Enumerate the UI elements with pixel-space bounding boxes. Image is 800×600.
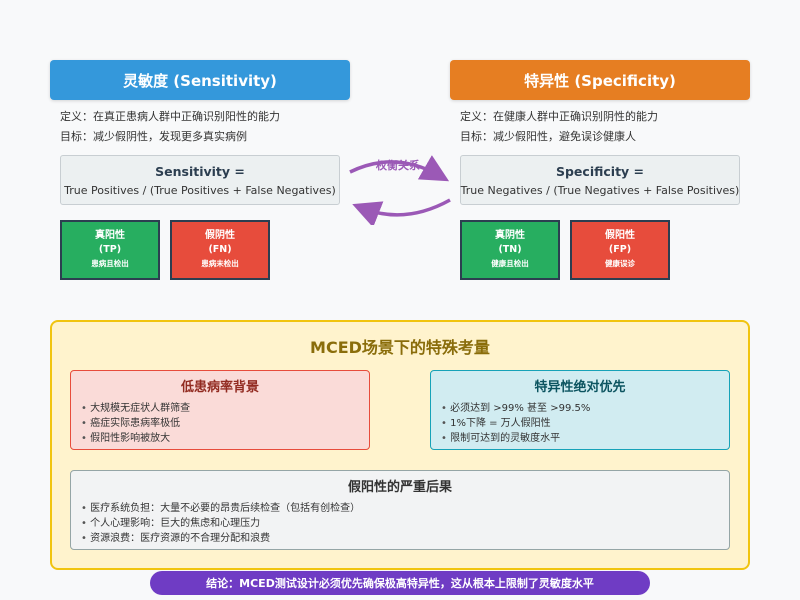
- list-item: 个人心理影响：巨大的焦虑和心理压力: [81, 516, 729, 531]
- list-item: 大规模无症状人群筛查: [81, 401, 369, 416]
- list-item: 癌症实际患病率极低: [81, 416, 369, 431]
- tn-desc: 健康且检出: [491, 259, 529, 268]
- fn-desc: 患病未检出: [201, 259, 239, 268]
- list-item: 1%下降 = 万人假阳性: [441, 416, 729, 431]
- list-item: 资源浪费：医疗资源的不合理分配和浪费: [81, 531, 729, 546]
- specificity-formula-expression: True Negatives / (True Negatives + False…: [460, 183, 740, 197]
- tradeoff-label: 权衡关系: [376, 159, 420, 172]
- fn-label: 假阴性: [205, 230, 235, 241]
- fp-desc: 健康误诊: [605, 259, 635, 268]
- fp-abbr: (FP): [608, 244, 632, 255]
- specificity-header: 特异性 (Specificity): [450, 60, 750, 100]
- specificity-priority-box: 特异性绝对优先 必须达到 >99% 甚至 >99.5% 1%下降 = 万人假阳性…: [430, 370, 730, 450]
- conclusion-banner: 结论：MCED测试设计必须优先确保极高特异性，这从根本上限制了灵敏度水平: [150, 571, 650, 595]
- arrow-left-icon: [352, 198, 451, 225]
- specificity-formula-title: Specificity =: [555, 163, 645, 179]
- tp-desc: 患病且检出: [91, 259, 129, 268]
- tn-box: 真阴性 (TN) 健康且检出: [460, 220, 560, 280]
- fn-abbr: (FN): [208, 244, 232, 255]
- sensitivity-formula: Sensitivity = True Positives / (True Pos…: [60, 155, 340, 205]
- tp-abbr: (TP): [98, 244, 122, 255]
- list-item: 医疗系统负担：大量不必要的昂贵后续检查（包括有创检查）: [81, 501, 729, 516]
- sensitivity-formula-expression: True Positives / (True Positives + False…: [64, 183, 336, 197]
- false-positive-box: 假阳性的严重后果 医疗系统负担：大量不必要的昂贵后续检查（包括有创检查） 个人心…: [70, 470, 730, 550]
- fp-label: 假阳性: [605, 230, 635, 241]
- sensitivity-formula-title: Sensitivity =: [155, 163, 245, 179]
- low-prevalence-box: 低患病率背景 大规模无症状人群筛查 癌症实际患病率极低 假阳性影响被放大: [70, 370, 370, 450]
- list-item: 限制可达到的灵敏度水平: [441, 431, 729, 446]
- tn-label: 真阴性: [495, 230, 525, 241]
- tn-abbr: (TN): [498, 244, 522, 255]
- false-positive-title: 假阳性的严重后果: [347, 480, 452, 495]
- sensitivity-goal: 目标：减少假阴性，发现更多真实病例: [60, 130, 247, 143]
- specificity-goal: 目标：减少假阳性，避免误诊健康人: [460, 130, 636, 143]
- specificity-definition: 定义：在健康人群中正确识别阴性的能力: [460, 110, 658, 123]
- list-item: 必须达到 >99% 甚至 >99.5%: [441, 401, 729, 416]
- tp-box: 真阳性 (TP) 患病且检出: [60, 220, 160, 280]
- fp-box: 假阳性 (FP) 健康误诊: [570, 220, 670, 280]
- specificity-formula: Specificity = True Negatives / (True Neg…: [460, 155, 740, 205]
- low-prevalence-list: 大规模无症状人群筛查 癌症实际患病率极低 假阳性影响被放大: [71, 401, 369, 446]
- arrow-right-icon: [349, 155, 450, 182]
- list-item: 假阳性影响被放大: [81, 431, 369, 446]
- specificity-priority-title: 特异性绝对优先: [534, 380, 626, 395]
- low-prevalence-title: 低患病率背景: [180, 380, 259, 395]
- sensitivity-definition: 定义：在真正患病人群中正确识别阳性的能力: [60, 110, 280, 123]
- fn-box: 假阴性 (FN) 患病未检出: [170, 220, 270, 280]
- false-positive-list: 医疗系统负担：大量不必要的昂贵后续检查（包括有创检查） 个人心理影响：巨大的焦虑…: [71, 501, 729, 546]
- sensitivity-header: 灵敏度 (Sensitivity): [50, 60, 350, 100]
- mced-title: MCED场景下的特殊考量: [310, 338, 490, 357]
- tradeoff-arrows: [349, 155, 451, 225]
- tp-label: 真阳性: [95, 230, 125, 241]
- specificity-priority-list: 必须达到 >99% 甚至 >99.5% 1%下降 = 万人假阳性 限制可达到的灵…: [431, 401, 729, 446]
